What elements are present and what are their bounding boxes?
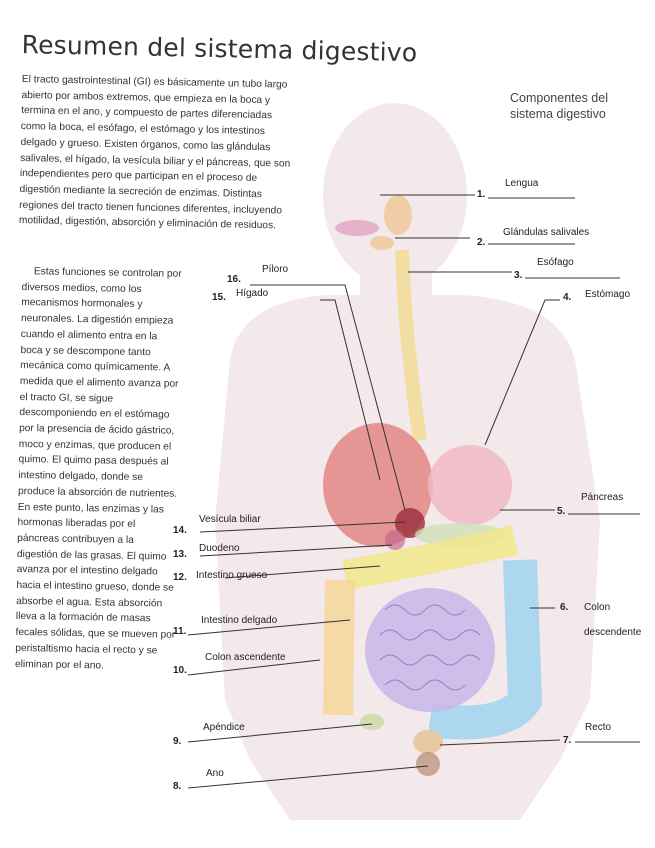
label-6-text: Colon descendente: [584, 595, 646, 645]
label-15-text: Hígado: [236, 288, 268, 299]
label-10-text: Colon ascendente: [205, 652, 286, 663]
label-7-text: Recto: [585, 722, 611, 733]
label-16-text: Píloro: [262, 264, 288, 275]
intro-text: El tracto gastrointestinal (GI) es básic…: [19, 72, 294, 235]
ascending-colon-organ: [338, 580, 340, 715]
anus-organ: [416, 752, 440, 776]
rectum-organ: [413, 730, 443, 754]
label-2-num: 2.: [477, 237, 485, 248]
label-8-num: 8.: [173, 781, 181, 792]
label-14-text: Vesícula biliar: [199, 514, 261, 525]
label-11-num: 11.: [173, 626, 186, 637]
salivary-gland-lower: [370, 236, 394, 250]
label-7-num: 7.: [563, 735, 571, 746]
label-5-num: 5.: [557, 506, 565, 517]
label-3-num: 3.: [514, 270, 522, 281]
label-2-text: Glándulas salivales: [503, 227, 589, 238]
label-16-num: 16.: [227, 274, 241, 285]
label-1-text: Lengua: [505, 178, 538, 189]
label-9-text: Apéndice: [203, 722, 245, 733]
label-15-num: 15.: [212, 292, 226, 303]
label-6-num: 6.: [560, 602, 568, 613]
tongue-organ: [335, 220, 379, 236]
duodenum-organ: [385, 530, 405, 550]
components-heading: Componentes del sistema digestivo: [510, 90, 630, 122]
label-11-text: Intestino delgado: [201, 615, 277, 626]
label-3-text: Esófago: [537, 257, 574, 268]
label-4-num: 4.: [563, 292, 571, 303]
salivary-gland-organ: [384, 195, 412, 235]
label-13-num: 13.: [173, 549, 187, 560]
label-1-num: 1.: [477, 189, 485, 200]
label-9-num: 9.: [173, 736, 181, 747]
label-14-num: 14.: [173, 525, 187, 536]
intro-paragraph: El tracto gastrointestinal (GI) es básic…: [19, 72, 294, 235]
body-text: Estas funciones se controlan por diverso…: [15, 264, 182, 675]
appendix-organ: [360, 714, 384, 730]
label-12-num: 12.: [173, 572, 187, 583]
label-8-text: Ano: [206, 768, 224, 779]
label-4-text: Estómago: [585, 289, 630, 300]
label-5-text: Páncreas: [581, 492, 623, 503]
body-paragraph: Estas funciones se controlan por diverso…: [15, 264, 182, 675]
label-13-text: Duodeno: [199, 543, 240, 554]
stomach-organ: [428, 445, 512, 525]
label-12-text: Intestino grueso: [196, 570, 267, 581]
label-10-num: 10.: [173, 665, 187, 676]
